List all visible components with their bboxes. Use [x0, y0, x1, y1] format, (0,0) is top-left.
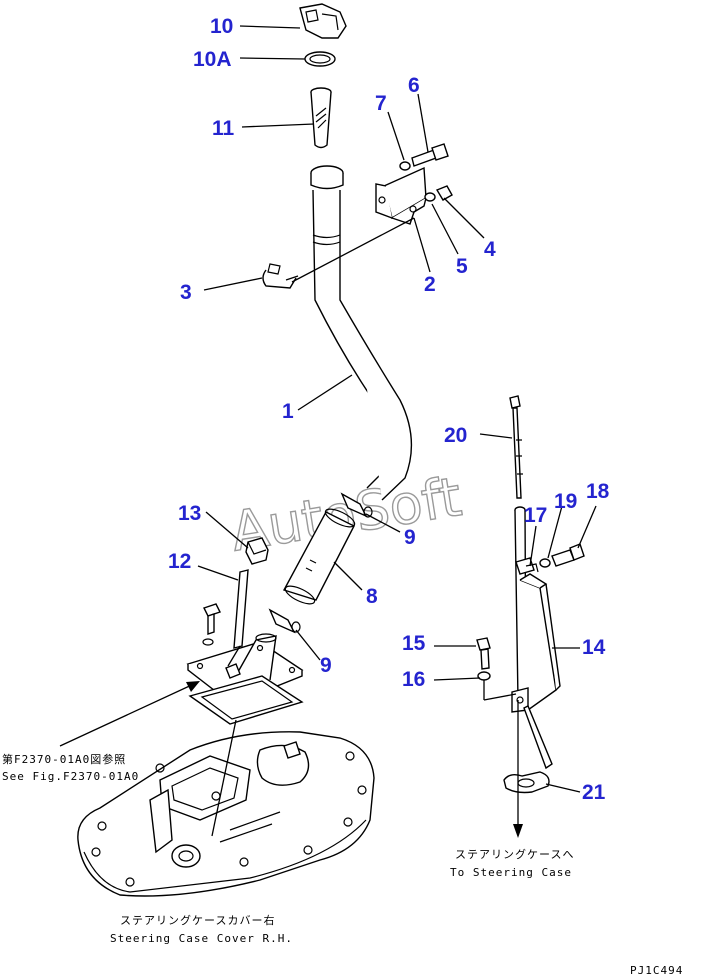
callout-6: 6 — [408, 74, 420, 97]
part-8-hose — [282, 508, 356, 605]
part-1-filler-pipe — [310, 165, 413, 501]
callout-5: 5 — [456, 255, 468, 278]
part-4-nut — [435, 185, 453, 201]
ref-note-jp: 第F2370-01A0図参照 — [2, 752, 126, 766]
to-steering-case-arrow — [513, 700, 523, 838]
part-19-washer — [539, 558, 551, 568]
callout-7: 7 — [375, 92, 387, 115]
cover-note-jp: ステアリングケースカバー右 — [120, 913, 275, 927]
callout-18: 18 — [586, 480, 610, 503]
part-21-gasket — [503, 771, 550, 794]
to-case-note-en: To Steering Case — [450, 866, 572, 879]
callout-17: 17 — [524, 504, 547, 527]
callout-10: 10 — [210, 15, 233, 38]
part-14-gauge-tube — [511, 506, 561, 770]
callout-11: 11 — [212, 117, 235, 140]
part-20-dipstick — [509, 395, 523, 499]
callout-10a: 10A — [193, 48, 232, 71]
callout-4: 4 — [484, 238, 496, 261]
callout-1: 1 — [282, 400, 294, 423]
cover-note-en: Steering Case Cover R.H. — [110, 932, 293, 945]
reference-arrow — [59, 681, 200, 747]
drawing-code: PJ1C494 — [630, 964, 683, 977]
gasket — [188, 675, 304, 725]
callout-12: 12 — [168, 550, 191, 573]
part-7-washer — [399, 161, 411, 171]
callout-19: 19 — [554, 490, 577, 513]
to-case-note-jp: ステアリングケースへ — [455, 847, 574, 861]
callout-14: 14 — [582, 636, 606, 659]
callout-16: 16 — [402, 668, 425, 691]
part-9-clamp-lower — [268, 608, 296, 634]
part-16-washer — [477, 671, 491, 681]
callout-21: 21 — [582, 781, 606, 804]
ref-note-en: See Fig.F2370-01A0 — [2, 770, 139, 783]
callout-9-lower: 9 — [320, 654, 332, 677]
part-13-nut — [245, 537, 269, 565]
part-10-breather-cap — [299, 3, 347, 39]
callout-15: 15 — [402, 632, 426, 655]
callout-9-upper: 9 — [404, 526, 416, 549]
part-18-bolt — [551, 543, 585, 567]
callout-8: 8 — [366, 585, 378, 608]
leader-lines — [197, 25, 597, 837]
callout-2: 2 — [424, 273, 436, 296]
mounting-bolt-left — [202, 603, 221, 646]
part-17-clip — [525, 563, 539, 573]
part-12-stud — [233, 569, 249, 649]
part-11-strainer — [310, 87, 332, 149]
part-2-bracket — [375, 166, 427, 225]
part-15-bolt — [476, 637, 491, 670]
callout-13: 13 — [178, 502, 201, 525]
callout-20: 20 — [444, 424, 467, 447]
steering-case-cover — [77, 731, 375, 897]
part-3-clamp — [262, 263, 299, 289]
part-5-washer — [424, 192, 436, 202]
callout-3: 3 — [180, 281, 192, 304]
part-6-bolt — [411, 143, 449, 167]
